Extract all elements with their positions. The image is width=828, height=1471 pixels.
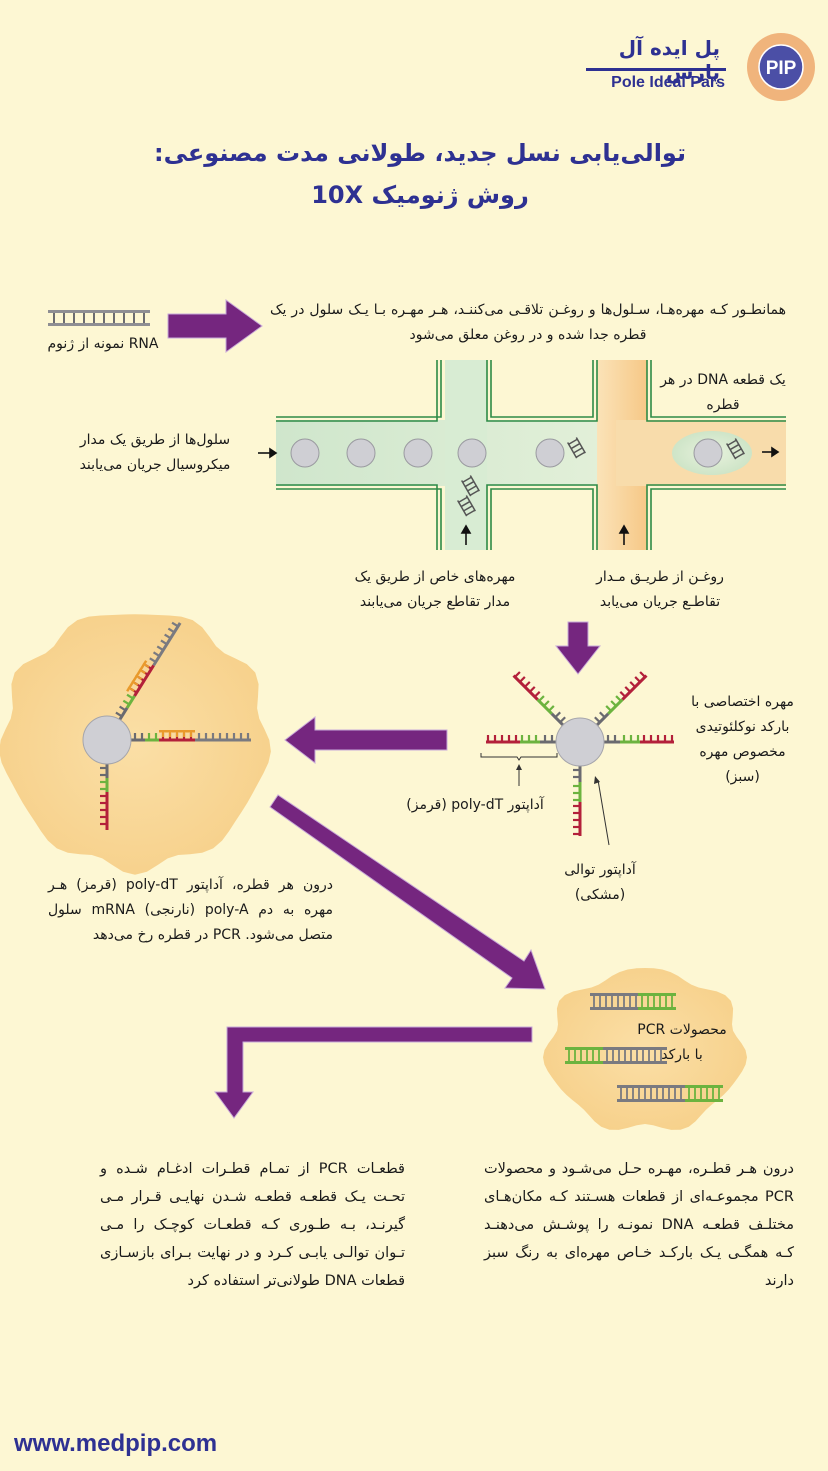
polydt-adapter-label: آداپتور poly-dT (قرمز) bbox=[406, 797, 544, 813]
barcoded-bead-illustration bbox=[486, 671, 674, 836]
arrow-right-icon bbox=[167, 299, 263, 353]
droplet-illustration bbox=[0, 614, 271, 875]
dna-fragment-icon bbox=[567, 437, 586, 459]
pcr-product-icon bbox=[617, 1085, 723, 1102]
adapter-strand bbox=[594, 671, 648, 727]
logo-divider bbox=[586, 68, 726, 71]
page-title: توالی‌یابی نسل جدید، طولانی مدت مصنوعی: … bbox=[120, 132, 720, 216]
rna-sample-label: RNA نمونه از ژنوم bbox=[47, 336, 159, 352]
cells-flow-label: سلول‌ها از طریق یک مدار میکروسیال جریان … bbox=[79, 432, 231, 473]
pcr-product-icon bbox=[590, 993, 676, 1010]
arrow-elbow-icon bbox=[214, 1026, 533, 1119]
droplet-description: درون هر قطره، آداپتور poly-dT (قرمز) هـر… bbox=[48, 877, 333, 943]
arrow-diagonal-icon bbox=[269, 794, 546, 990]
logo-name-fa: پل ایده آل پارس bbox=[618, 36, 720, 84]
adapter-strand bbox=[486, 735, 556, 744]
bead-icon bbox=[555, 717, 605, 767]
dna-per-drop-label: یک قطعه DNA در هر قطره bbox=[660, 372, 786, 413]
adapter-strand bbox=[131, 730, 251, 742]
final-right-text: درون هـر قطـره، مهـره حـل می‌شـود و محصو… bbox=[484, 1161, 794, 1289]
footer-url[interactable]: www.medpip.com bbox=[14, 1430, 218, 1457]
bead-icon bbox=[82, 715, 132, 765]
beads-flow-label: مهره‌های خاص از طریق یک مدار تقاطع جریان… bbox=[354, 569, 516, 610]
pcr-products-illustration bbox=[543, 968, 747, 1130]
bead-icon bbox=[535, 438, 565, 468]
polydt-bracket bbox=[480, 753, 558, 786]
bead-icon bbox=[290, 438, 320, 468]
adapter-strand bbox=[100, 764, 109, 830]
pcr-products-label: محصولات PCR با بارکد bbox=[637, 1022, 727, 1063]
bead-icon bbox=[457, 438, 487, 468]
oil-flow-label: روغـن از طریـق مـدار تقاطـع جریان می‌یاب… bbox=[596, 569, 724, 610]
pcr-product-icon bbox=[565, 1047, 667, 1064]
dna-fragment-icon bbox=[726, 438, 745, 460]
microfluidic-chip bbox=[258, 360, 786, 550]
logo-name-en: Pole Ideal Pars bbox=[611, 74, 725, 91]
adapter-strand bbox=[604, 735, 674, 744]
logo-badge: PIP bbox=[747, 33, 815, 101]
sequencing-adapter-label: آداپتور توالی (مشکی) bbox=[564, 862, 636, 903]
adapter-strand bbox=[115, 621, 182, 721]
barcode-bead-label: مهره اختصاصی با بارکد نوکلئوتیدی مخصوص م… bbox=[691, 694, 794, 785]
dna-fragment-icon bbox=[461, 475, 480, 497]
dna-fragment-icon bbox=[457, 495, 476, 517]
bead-icon bbox=[403, 438, 433, 468]
bead-icon bbox=[346, 438, 376, 468]
adapter-strand bbox=[573, 766, 582, 836]
bead-icon bbox=[693, 438, 723, 468]
title-line-2: روش ژنومیک 10X bbox=[311, 181, 529, 209]
final-left-text: قطعـات PCR از تمـام قطـرات ادغـام شـده و… bbox=[100, 1161, 405, 1289]
adapter-strand bbox=[512, 671, 566, 727]
rna-ladder-icon bbox=[48, 310, 150, 326]
step1-description: همانطـور کـه مهره‌هـا، سـلول‌ها و روغـن … bbox=[270, 302, 786, 343]
logo-badge-text: PIP bbox=[766, 58, 797, 79]
arrow-left-icon bbox=[284, 715, 448, 765]
title-line-1: توالی‌یابی نسل جدید، طولانی مدت مصنوعی: bbox=[154, 139, 686, 167]
arrow-down-icon bbox=[554, 621, 602, 675]
